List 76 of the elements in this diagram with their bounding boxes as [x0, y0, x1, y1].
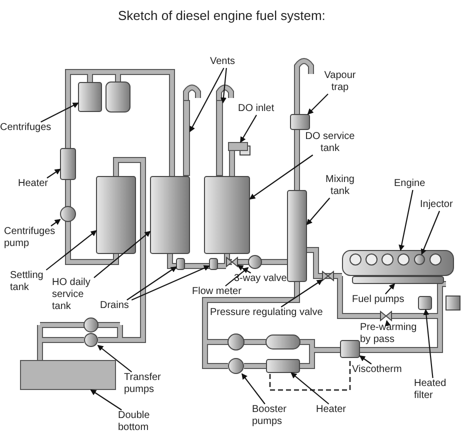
part-label: 3-way valve — [234, 273, 288, 285]
service-tank — [204, 176, 250, 254]
leader-line — [46, 168, 61, 178]
part-label: Viscotherm — [352, 364, 408, 376]
leader-line — [385, 283, 396, 294]
part-label: Double bottom — [118, 410, 162, 434]
leader-line — [398, 190, 414, 251]
part-label: Centrifuges — [0, 122, 58, 134]
part-label: Mixing tank — [320, 174, 360, 198]
leader-line — [242, 373, 266, 404]
inlet-pipe — [228, 142, 248, 151]
leader-line — [131, 265, 210, 300]
leader-line — [249, 154, 314, 200]
part-label: Injector — [420, 199, 464, 211]
part-label: Heater — [18, 178, 58, 190]
leader-line — [40, 102, 79, 122]
part-label: DO inlet — [238, 103, 282, 115]
leader-line — [237, 265, 252, 274]
diagram-title: Sketch of diesel engine fuel system: — [118, 8, 326, 23]
part-label: Vents — [210, 56, 244, 68]
pump-symbol — [84, 333, 98, 347]
part-label: DO service tank — [298, 131, 362, 155]
heater-vessel — [60, 148, 76, 180]
centrifuge — [78, 82, 102, 112]
vapour-trap — [290, 114, 310, 130]
leader-line — [384, 320, 391, 326]
leader-line — [90, 389, 122, 410]
leader-line — [307, 94, 328, 115]
part-label: Transfer pumps — [124, 372, 170, 396]
part-label: Pre-warming by pass — [360, 322, 418, 346]
leader-line — [359, 355, 372, 364]
part-label: Vapour trap — [320, 70, 360, 94]
vent-pipe — [216, 100, 223, 176]
drain-cup — [176, 258, 185, 270]
leader-line — [190, 68, 224, 132]
part-label: Drains — [100, 300, 136, 312]
leader-line — [280, 279, 323, 308]
pump-symbol — [228, 358, 244, 374]
part-label: Heater — [316, 404, 356, 416]
part-label: Engine — [394, 178, 434, 190]
filter-box — [418, 296, 432, 310]
part-label: Centrifuges pump — [4, 226, 64, 250]
settling-tank — [96, 176, 136, 254]
part-label: Heated filter — [414, 378, 454, 402]
double-bottom-pipe — [20, 360, 116, 390]
pump-symbol — [60, 206, 76, 222]
valve-symbol — [322, 271, 334, 281]
leader-line — [423, 309, 434, 378]
leader-line — [420, 210, 440, 255]
leader-line — [220, 68, 227, 104]
drain-cup — [209, 258, 218, 270]
leader-line — [306, 198, 330, 226]
part-label: Flow meter — [192, 286, 244, 298]
leader-line — [46, 230, 97, 270]
flow-meter — [248, 255, 262, 269]
engine-block — [342, 250, 454, 276]
valve-symbol — [226, 257, 238, 267]
service-tank — [150, 176, 190, 254]
mixing-tank — [287, 190, 307, 282]
leader-line — [126, 266, 177, 300]
part-label: HO daily service tank — [52, 277, 94, 313]
fuel-pump-row — [352, 276, 444, 284]
part-label: Booster pumps — [252, 404, 296, 428]
part-label: Pressure regulating valve — [210, 307, 334, 319]
leader-line — [50, 219, 61, 226]
heater-vessel — [266, 359, 300, 373]
part-label: Fuel pumps — [352, 294, 408, 306]
leader-line — [94, 230, 151, 278]
viscotherm-unit — [340, 340, 360, 358]
part-label: Settling tank — [10, 270, 52, 294]
vent-pipe — [183, 100, 190, 176]
valve-symbol — [380, 311, 392, 321]
leader-line — [290, 372, 330, 404]
leader-line — [97, 344, 132, 372]
leader-line — [240, 114, 257, 143]
leader-line — [225, 267, 249, 286]
